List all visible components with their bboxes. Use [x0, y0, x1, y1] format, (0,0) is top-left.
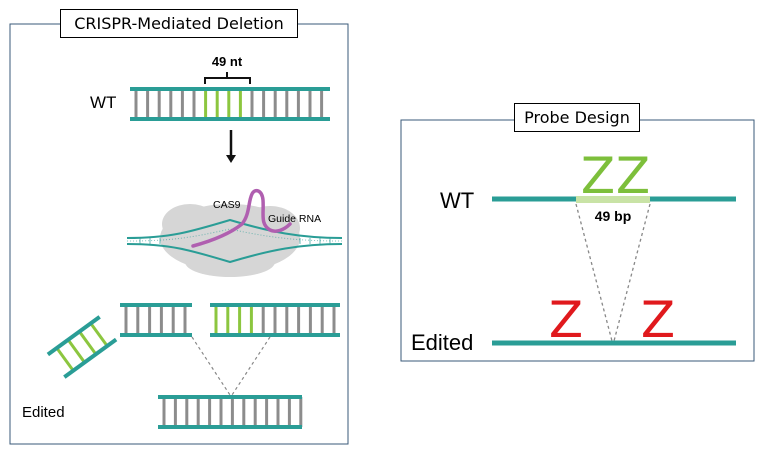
- cas9-complex: CAS9 Guide RNA: [126, 188, 343, 277]
- process-arrow: [226, 130, 236, 163]
- left-edited-label: Edited: [22, 404, 65, 421]
- right-edited-label: Edited: [411, 330, 473, 355]
- intact-probe-1: Z: [581, 147, 615, 205]
- excised-fragment: [46, 315, 118, 379]
- dna-rung: [66, 338, 86, 364]
- right-cut-fragment: [210, 303, 340, 337]
- dna-rung: [89, 322, 109, 347]
- intact-probe-2: Z: [616, 147, 650, 205]
- deletion-size-label: 49 bp: [595, 208, 632, 224]
- rejoin-guides: [191, 336, 271, 396]
- deleted-region-highlight: [576, 196, 650, 203]
- unwound-dna: [126, 218, 343, 264]
- edited-dna-ladder: [158, 395, 303, 429]
- segment-length-label: 49 nt: [212, 54, 243, 69]
- dna-rung: [78, 330, 98, 356]
- wt-dna-ladder: [130, 87, 330, 121]
- split-probe-left: Z: [549, 291, 583, 349]
- segment-bracket: [204, 72, 251, 84]
- guide-rna-strand: [191, 188, 292, 248]
- left-wt-label: WT: [90, 93, 116, 112]
- deletion-projection: [575, 203, 651, 342]
- right-wt-label: WT: [440, 188, 474, 213]
- right-panel-title: Probe Design: [514, 103, 640, 132]
- dna-rung: [55, 347, 75, 372]
- split-probe-right: Z: [641, 291, 675, 349]
- guide-rna-label: Guide RNA: [268, 213, 321, 225]
- left-cut-fragment: [120, 303, 192, 337]
- cas9-label: CAS9: [213, 199, 241, 211]
- left-panel-title: CRISPR-Mediated Deletion: [60, 9, 298, 38]
